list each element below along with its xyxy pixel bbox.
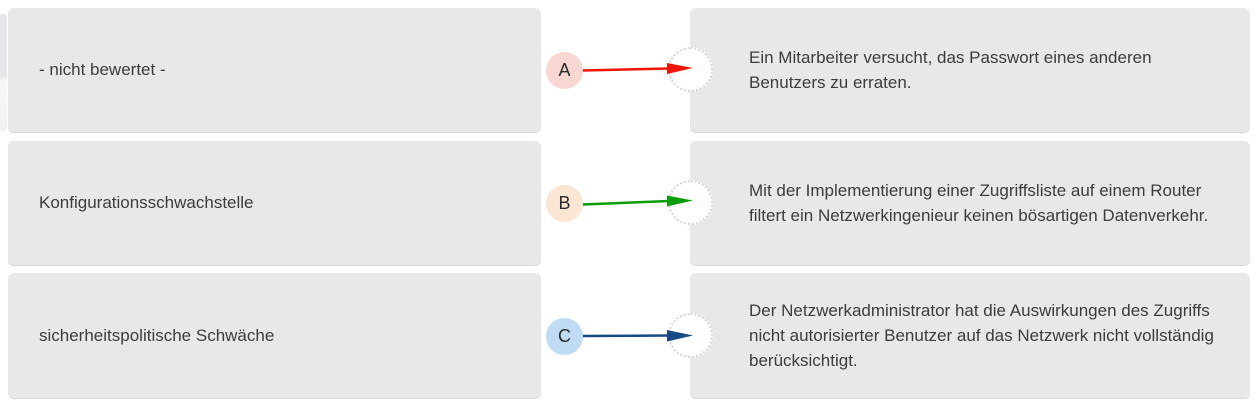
statement-card-a: Ein Mitarbeiter versucht, das Passwort e… — [690, 8, 1250, 132]
statement-text: Der Netzwerkadministrator hat die Auswir… — [749, 301, 1214, 370]
statement-card-b: Mit der Implementierung einer Zugriffsli… — [690, 141, 1250, 265]
answer-label: sicherheitspolitische Schwäche — [39, 325, 275, 345]
answer-card-b[interactable]: Konfigurationsschwachstelle — [8, 141, 541, 265]
connector-letter: A — [558, 60, 571, 80]
connector-arrow-c — [581, 330, 693, 342]
answer-card-a[interactable]: - nicht bewertet - — [8, 8, 541, 132]
clipped-card-edge — [0, 14, 7, 131]
connector-handle-b[interactable]: B — [546, 185, 583, 222]
connector-handle-a[interactable]: A — [546, 52, 583, 89]
answer-card-c[interactable]: sicherheitspolitische Schwäche — [8, 273, 541, 398]
connector-handle-c[interactable]: C — [546, 318, 583, 355]
answer-label: - nicht bewertet - — [39, 60, 166, 79]
connector-letter: B — [558, 193, 571, 213]
connector-arrow-a — [581, 63, 693, 74]
statement-card-c: Der Netzwerkadministrator hat die Auswir… — [690, 273, 1250, 398]
answer-label: Konfigurationsschwachstelle — [39, 193, 254, 212]
statement-text: Mit der Implementierung einer Zugriffsli… — [749, 181, 1209, 225]
connector-letter: C — [558, 326, 571, 346]
connector-arrow-b — [581, 195, 693, 207]
statement-text: Ein Mitarbeiter versucht, das Passwort e… — [749, 48, 1152, 92]
drop-target-a[interactable] — [668, 47, 713, 92]
